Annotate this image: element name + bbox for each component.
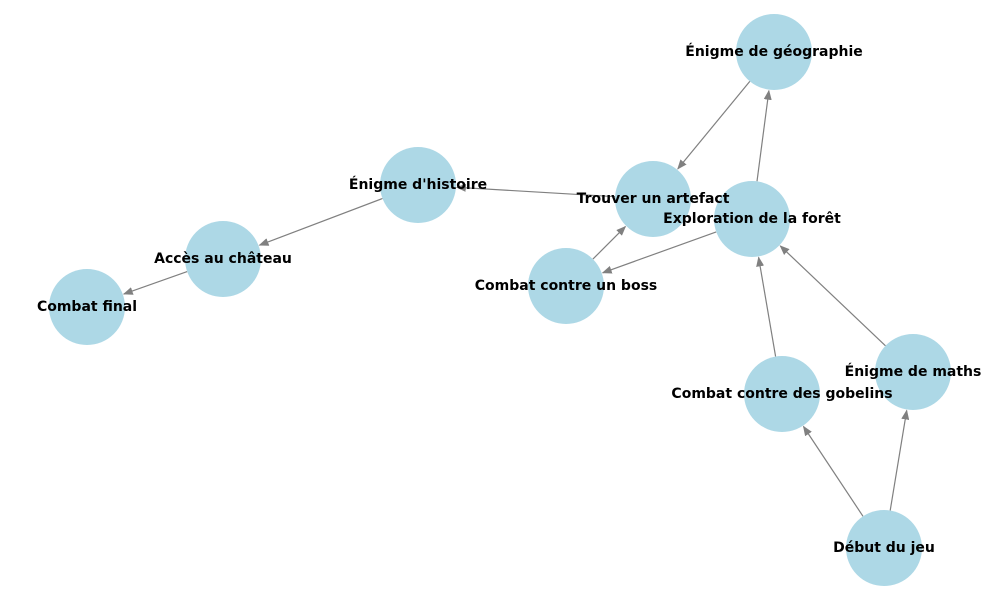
node-gobelins	[744, 356, 820, 432]
node-label-maths: Énigme de maths	[845, 363, 982, 380]
edges-layer	[122, 80, 910, 517]
edge-foret-to-boss	[601, 231, 717, 274]
edge-boss-to-artefact	[592, 225, 627, 260]
edge-debut-to-maths	[889, 409, 910, 511]
node-label-debut: Début du jeu	[833, 540, 935, 556]
edge-artefact-to-histoire	[455, 183, 616, 198]
edge-maths-to-foret	[779, 245, 886, 347]
node-foret	[714, 181, 790, 257]
edge-geographie-to-artefact	[677, 80, 751, 170]
node-label-boss: Combat contre un boss	[475, 278, 657, 294]
nodes-layer: Début du jeu Combat contre des gobelins Én…	[37, 14, 981, 586]
node-label-foret: Exploration de la forêt	[663, 211, 841, 227]
node-geographie	[736, 14, 812, 90]
node-chateau	[185, 221, 261, 297]
edge-foret-to-geographie	[756, 89, 772, 182]
node-maths	[875, 334, 951, 410]
edge-chateau-to-final	[122, 271, 188, 295]
node-label-final: Combat final	[37, 299, 137, 315]
node-label-artefact: Trouver un artefact	[577, 191, 730, 207]
edge-histoire-to-chateau	[258, 197, 383, 246]
node-final	[49, 269, 125, 345]
node-boss	[528, 248, 604, 324]
node-artefact	[615, 161, 691, 237]
node-label-geographie: Énigme de géographie	[685, 43, 863, 60]
node-debut	[846, 510, 922, 586]
node-label-gobelins: Combat contre des gobelins	[671, 386, 892, 402]
node-label-chateau: Accès au château	[154, 251, 292, 267]
edge-debut-to-gobelins	[802, 425, 864, 517]
node-histoire	[380, 147, 456, 223]
node-label-histoire: Énigme d'histoire	[349, 176, 487, 193]
edge-gobelins-to-foret	[756, 256, 777, 357]
